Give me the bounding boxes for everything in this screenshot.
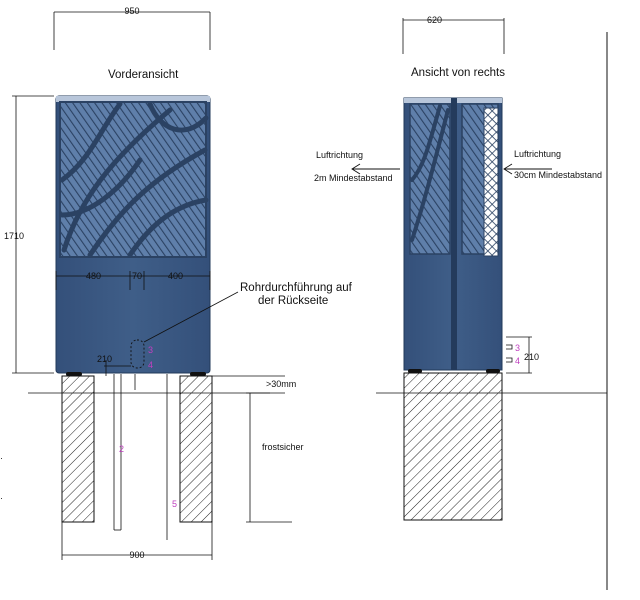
front-width-dimension (53, 11, 211, 50)
pipe-passthrough (130, 339, 145, 369)
side-width-dimension (402, 18, 505, 54)
air-right-line2: 30cm Mindestabstand (514, 170, 602, 180)
segment-mid-label: 70 (132, 271, 142, 281)
front-210-label: 210 (97, 354, 112, 364)
side-foundation (403, 372, 503, 521)
air-arrow-right (503, 163, 552, 175)
margin-dot-2: · (0, 493, 3, 503)
side-view: 620 Ansicht von rechts 3 4 210 (314, 15, 608, 590)
front-view: 950 Vorderansicht 1710 (0, 6, 353, 560)
front-marker-5: 5 (172, 499, 177, 509)
side-marker-3: 3 (515, 343, 520, 353)
air-left-line1: Luftrichtung (316, 150, 363, 160)
front-height-dimension (12, 95, 54, 374)
front-cabinet-top-cap (56, 96, 210, 102)
front-grille (59, 101, 209, 258)
side-foot-left (408, 369, 422, 373)
front-marker-2: 2 (119, 444, 124, 454)
side-marker-4: 4 (515, 356, 520, 366)
segment-left-label: 480 (86, 271, 101, 281)
front-foot-right (190, 372, 206, 376)
front-marker-3: 3 (148, 345, 153, 355)
foundation-left (61, 375, 95, 523)
margin-dot: · (0, 453, 3, 463)
front-foot-left (66, 372, 82, 376)
front-bottom-dimension (61, 522, 213, 560)
air-right-line1: Luftrichtung (514, 149, 561, 159)
side-210-label: 210 (524, 352, 539, 362)
front-210-dimension (104, 360, 131, 376)
pipe-label-line2: der Rückseite (258, 295, 328, 307)
front-marker-4: 4 (148, 360, 153, 370)
front-bottom-label: 900 (129, 550, 144, 560)
frost-label: frostsicher (262, 442, 304, 452)
front-height-label: 1710 (4, 231, 24, 241)
side-foot-right (486, 369, 500, 373)
air-left-line2: 2m Mindestabstand (314, 173, 393, 183)
side-view-title: Ansicht von rechts (411, 67, 505, 79)
clearance-dimension (212, 375, 285, 394)
front-width-label: 950 (124, 6, 139, 16)
segment-right-label: 400 (168, 271, 183, 281)
segment-dimensions (55, 271, 211, 290)
side-lattice-vent (483, 107, 499, 257)
side-grille-curves (410, 104, 450, 242)
side-center-seam (451, 98, 457, 370)
side-marker-brackets (506, 336, 532, 374)
pipe-leader-line (143, 291, 239, 343)
pipes (113, 374, 168, 540)
frost-dimension (246, 393, 292, 523)
clearance-label: >30mm (266, 379, 296, 389)
foundation-right (179, 375, 213, 523)
air-arrow-left (351, 163, 400, 175)
pipe-label-line1: Rohrdurchführung auf (240, 282, 353, 294)
side-width-label: 620 (427, 15, 442, 25)
front-view-title: Vorderansicht (108, 69, 179, 81)
